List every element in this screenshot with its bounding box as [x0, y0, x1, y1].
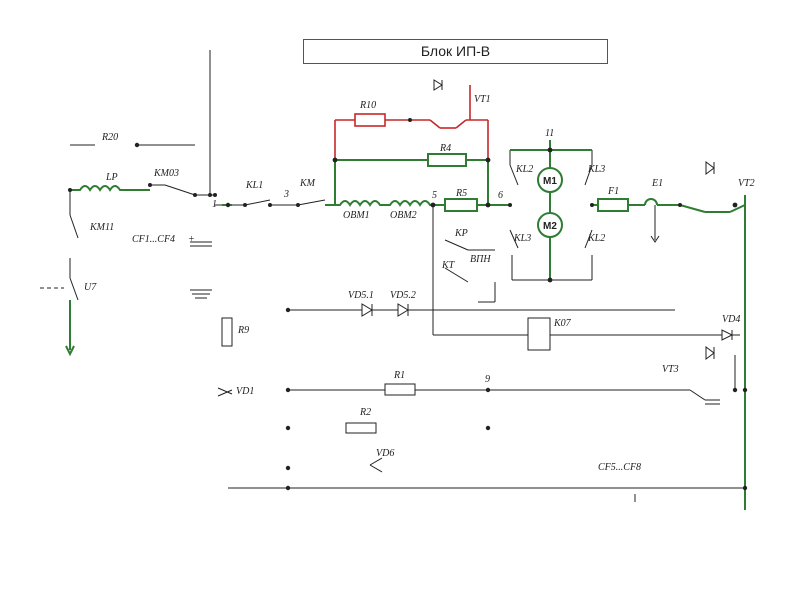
label-r4: R4: [439, 143, 451, 154]
label-vd4: VD4: [722, 314, 740, 325]
label-kl2-bottom: KL2: [587, 233, 605, 244]
block-title: Блок ИП-В: [303, 39, 608, 64]
label-kl3-top: KL3: [587, 164, 605, 175]
component-labels: R20 LP KM03 KM11 U7 CF1...CF4 + 1 KL1 3 …: [84, 94, 755, 473]
label-node-9: 9: [485, 374, 490, 385]
label-node-3: 3: [283, 189, 289, 200]
label-e1: E1: [651, 178, 663, 189]
label-r10: R10: [359, 100, 376, 111]
label-r1: R1: [393, 370, 405, 381]
power-circuit: [65, 140, 746, 510]
label-vd52: VD5.2: [390, 290, 416, 301]
label-obm2: OBM2: [390, 210, 417, 221]
control-circuit: [334, 85, 489, 160]
label-vt1: VT1: [474, 94, 491, 105]
label-kl1: KL1: [245, 180, 263, 191]
label-kl2-top: KL2: [515, 164, 533, 175]
label-kp: KP: [454, 228, 468, 239]
label-km03: KM03: [153, 168, 179, 179]
label-r20: R20: [101, 132, 118, 143]
label-km11: KM11: [89, 222, 114, 233]
label-vd51: VD5.1: [348, 290, 374, 301]
label-r9: R9: [237, 325, 249, 336]
label-k07: K07: [553, 318, 572, 329]
label-vt3: VT3: [662, 364, 679, 375]
label-node-11: 11: [545, 128, 554, 139]
motor-m2-label: M2: [543, 221, 557, 232]
label-kt: KT: [441, 260, 456, 271]
label-node-1: 1: [212, 199, 217, 210]
motor-m1-label: M1: [543, 176, 557, 187]
label-r2: R2: [359, 407, 371, 418]
label-node-6: 6: [498, 190, 503, 201]
label-plus: +: [188, 234, 195, 245]
label-km: KM: [299, 178, 316, 189]
label-vpn: ВПН: [470, 254, 491, 265]
label-obm1: OBM1: [343, 210, 370, 221]
label-r5: R5: [455, 188, 467, 199]
label-cf5: CF5...CF8: [598, 462, 641, 473]
label-vt2: VT2: [738, 178, 755, 189]
label-vd1: VD1: [236, 386, 254, 397]
label-vd6: VD6: [376, 448, 394, 459]
black-wiring: [40, 50, 745, 502]
label-lp: LP: [105, 172, 118, 183]
label-cf1: CF1...CF4: [132, 234, 175, 245]
node-dots: [68, 118, 748, 491]
label-u7: U7: [84, 282, 97, 293]
label-kl3-bottom: KL3: [513, 233, 531, 244]
label-node-5: 5: [432, 190, 437, 201]
label-f1: F1: [607, 186, 619, 197]
